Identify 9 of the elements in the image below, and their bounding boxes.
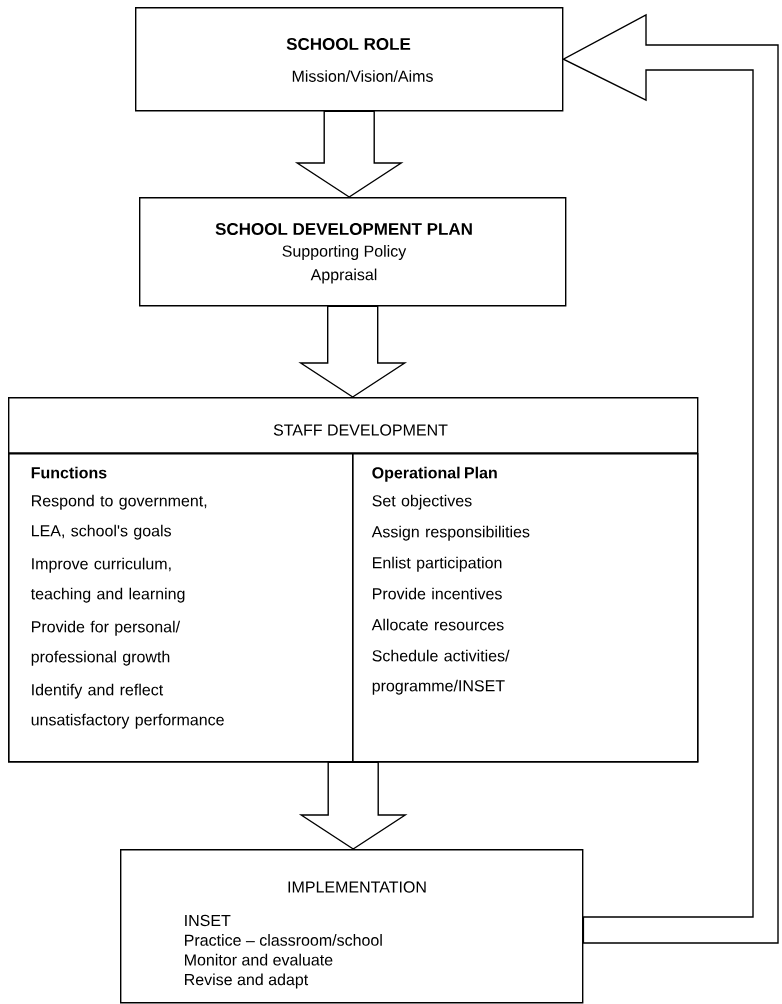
process-box: SCHOOL DEVELOPMENT PLAN Supporting Policy Appraisal xyxy=(139,197,567,307)
panel: Functions Respond to government, LEA, school's goals Improve curriculum, teaching and learning Provide for personal/ professional growth Identify and reflect unsatisfactory performance xyxy=(8,453,354,763)
block-arrow xyxy=(298,305,408,398)
panel: Operational Plan Set objectives Assign responsibilities Enlist participation Provide incentives Allocate resources Schedule activities/ programme/INSET xyxy=(352,453,699,763)
block-arrow xyxy=(298,761,408,850)
process-box: IMPLEMENTATION INSET Practice – classroom/school Monitor and evaluate Revise and adapt xyxy=(120,849,584,1004)
block-arrow xyxy=(561,13,779,944)
process-box: SCHOOL ROLE Mission/Vision/Aims xyxy=(135,7,564,112)
block-arrow xyxy=(294,110,404,198)
